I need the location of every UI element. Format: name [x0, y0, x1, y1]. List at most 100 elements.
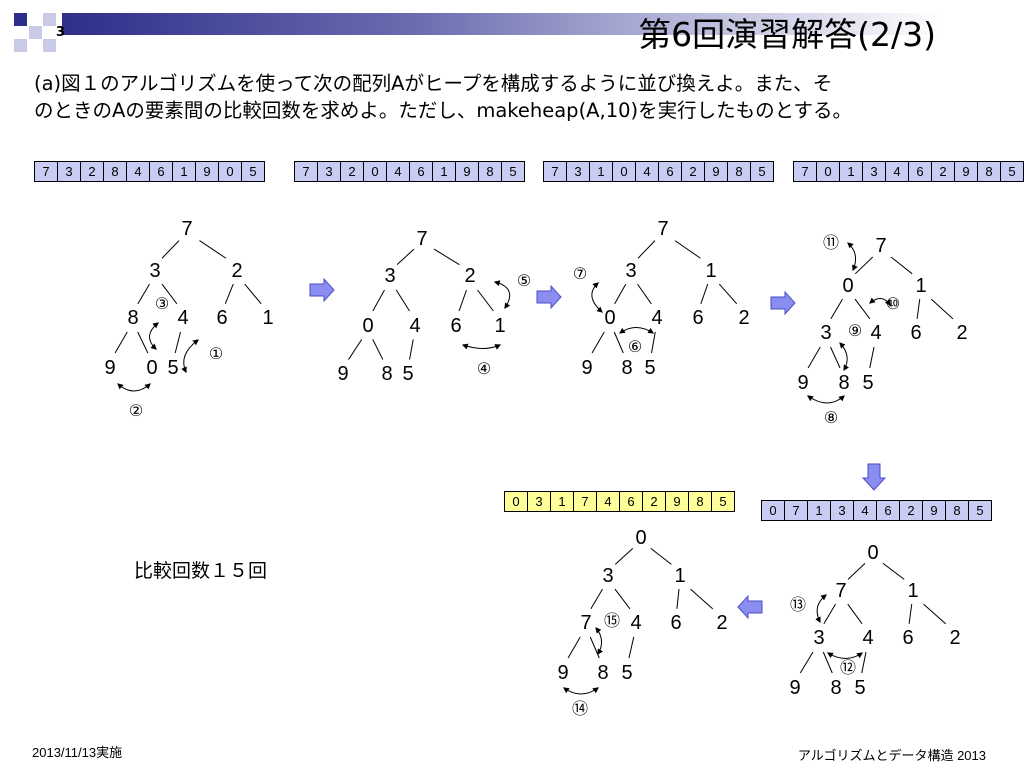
tree-node: 1: [915, 275, 926, 297]
array-cell: 5: [751, 162, 774, 182]
swap-arrow: [839, 342, 849, 372]
tree-node: 7: [835, 580, 846, 602]
tree-node: 8: [621, 357, 632, 379]
step-arrow: [309, 277, 335, 303]
tree-edge: [674, 240, 701, 259]
array-cell: 2: [643, 492, 666, 512]
step-arrow: [737, 594, 763, 620]
array-cell: 0: [762, 501, 785, 521]
tree-node: 3: [813, 627, 824, 649]
tree-node: 8: [830, 677, 841, 699]
tree-node: 4: [651, 307, 662, 329]
tree-edge: [396, 248, 415, 266]
array-cell: 5: [242, 162, 265, 182]
step-marker: ⑭: [572, 700, 588, 718]
footer-date: 2013/11/13実施: [32, 745, 123, 760]
step-marker: ⑪: [823, 234, 839, 252]
tree-node: 0: [146, 357, 157, 379]
comparison-count: 比較回数１５回: [134, 560, 268, 582]
array-cell: 1: [173, 162, 196, 182]
swap-arrow: [117, 383, 151, 392]
tree-node: 3: [625, 260, 636, 282]
tree-edge: [823, 603, 836, 625]
step-marker: ⑩: [886, 296, 900, 313]
array-cell: 6: [150, 162, 173, 182]
swap-arrow: [815, 594, 827, 624]
tree-edge: [854, 298, 871, 320]
tree-node: 3: [149, 260, 160, 282]
array-cell: 9: [705, 162, 728, 182]
array-cell: 7: [794, 162, 817, 182]
tree-edge: [114, 331, 128, 354]
problem-text: (a)図１のアルゴリズムを使って次の配列Aがヒープを構成するように並び換えよ。ま…: [34, 70, 994, 124]
array-cell: 5: [1001, 162, 1024, 182]
tree-node: 0: [604, 307, 615, 329]
step-marker: ⑨: [848, 323, 862, 340]
tree-edge: [137, 331, 149, 354]
tree-edge: [916, 299, 921, 319]
tree-node: 5: [402, 363, 413, 385]
title-bar: [62, 13, 942, 35]
deco-square-4: [14, 39, 27, 52]
tree-node: 6: [216, 307, 227, 329]
tree-edge: [458, 289, 467, 312]
array-cell: 3: [318, 162, 341, 182]
array-cell: 1: [551, 492, 574, 512]
tree-edge: [650, 548, 672, 565]
swap-arrow: [847, 242, 858, 272]
tree-node: 1: [674, 565, 685, 587]
deco-square-1: [14, 13, 27, 26]
array-cell: 7: [574, 492, 597, 512]
tree-node: 2: [464, 265, 475, 287]
tree-node: 9: [557, 662, 568, 684]
array-cell: 3: [58, 162, 81, 182]
tree-edge: [590, 588, 603, 610]
tree-node: 2: [231, 260, 242, 282]
tree-edge: [847, 563, 866, 580]
tree-edge: [477, 289, 494, 312]
array-cell: 0: [613, 162, 636, 182]
array-cell: 2: [932, 162, 955, 182]
array-cell: 5: [502, 162, 525, 182]
array-cell: 8: [689, 492, 712, 512]
array-cell: 9: [456, 162, 479, 182]
tree-node: 0: [362, 315, 373, 337]
swap-arrow: [493, 280, 511, 310]
swap-arrow: [149, 322, 159, 350]
swap-arrow: [869, 297, 891, 306]
tree-edge: [908, 604, 913, 624]
tree-edge: [854, 256, 874, 275]
tree-node: 6: [902, 627, 913, 649]
tree-edge: [137, 283, 150, 305]
tree-edge: [830, 346, 841, 369]
tree-node: 9: [581, 357, 592, 379]
array-cell: 3: [528, 492, 551, 512]
array-cell: 4: [854, 501, 877, 521]
tree-edge: [567, 636, 581, 659]
tree-edge: [409, 339, 414, 360]
tree-node: 2: [949, 627, 960, 649]
tree-edge: [799, 651, 814, 674]
array-cell: 6: [410, 162, 433, 182]
array-cell: 3: [863, 162, 886, 182]
array-cell: 3: [567, 162, 590, 182]
tree-node: 4: [409, 315, 420, 337]
array-cell: 3: [831, 501, 854, 521]
array-cell: 5: [712, 492, 735, 512]
tree-edge: [348, 339, 363, 360]
tree-edge: [869, 346, 875, 369]
tree-node: 1: [705, 260, 716, 282]
array-cell: 0: [364, 162, 387, 182]
tree-edge: [224, 283, 234, 305]
tree-edge: [822, 651, 833, 674]
array-cell: 7: [785, 501, 808, 521]
tree-edge: [614, 588, 631, 610]
array-cell: 1: [808, 501, 831, 521]
tree-node: 9: [797, 372, 808, 394]
